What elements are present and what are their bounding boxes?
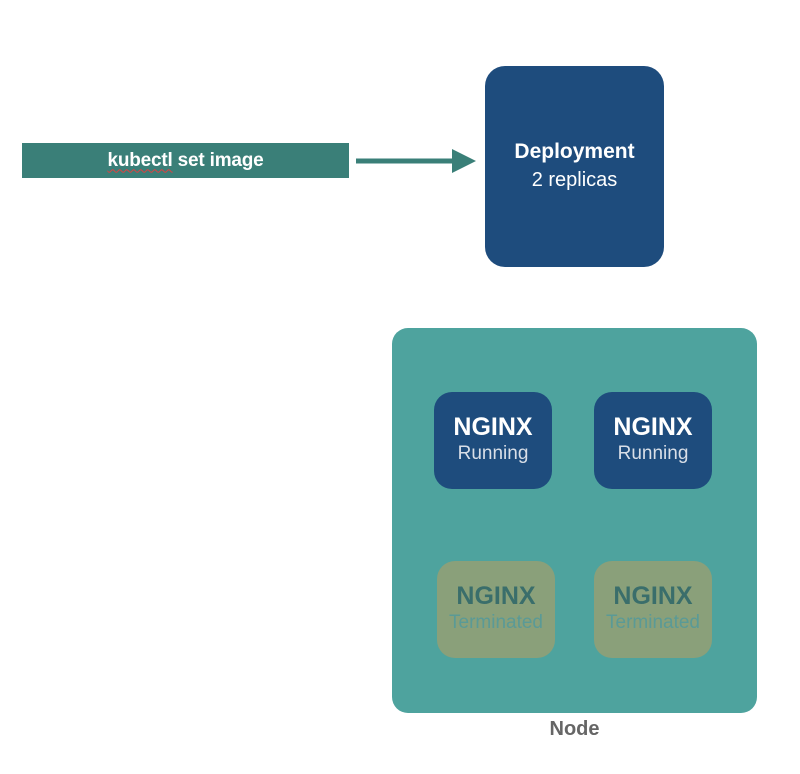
pod-status: Terminated (449, 611, 543, 633)
pod-name: NGINX (453, 412, 533, 441)
command-text: kubectl set image (107, 150, 263, 172)
deployment-replicas: 2 replicas (531, 169, 618, 191)
pod-terminated-2: NGINX Terminated (594, 561, 712, 658)
command-rest: set image (172, 149, 264, 171)
pod-name: NGINX (613, 581, 693, 610)
arrow-right-icon (356, 149, 476, 173)
pod-status: Running (617, 442, 689, 464)
pod-running-2: NGINX Running (594, 392, 712, 489)
deployment-box: Deployment 2 replicas (485, 66, 664, 267)
pod-status: Terminated (606, 611, 700, 633)
deployment-title: Deployment (514, 140, 635, 163)
node-label: Node (549, 718, 600, 740)
kubectl-command-box: kubectl set image (22, 143, 349, 178)
pod-running-1: NGINX Running (434, 392, 552, 489)
command-word: kubectl (107, 149, 173, 171)
pod-name: NGINX (613, 412, 693, 441)
pod-name: NGINX (456, 581, 536, 610)
pod-terminated-1: NGINX Terminated (437, 561, 555, 658)
pod-status: Running (457, 442, 529, 464)
